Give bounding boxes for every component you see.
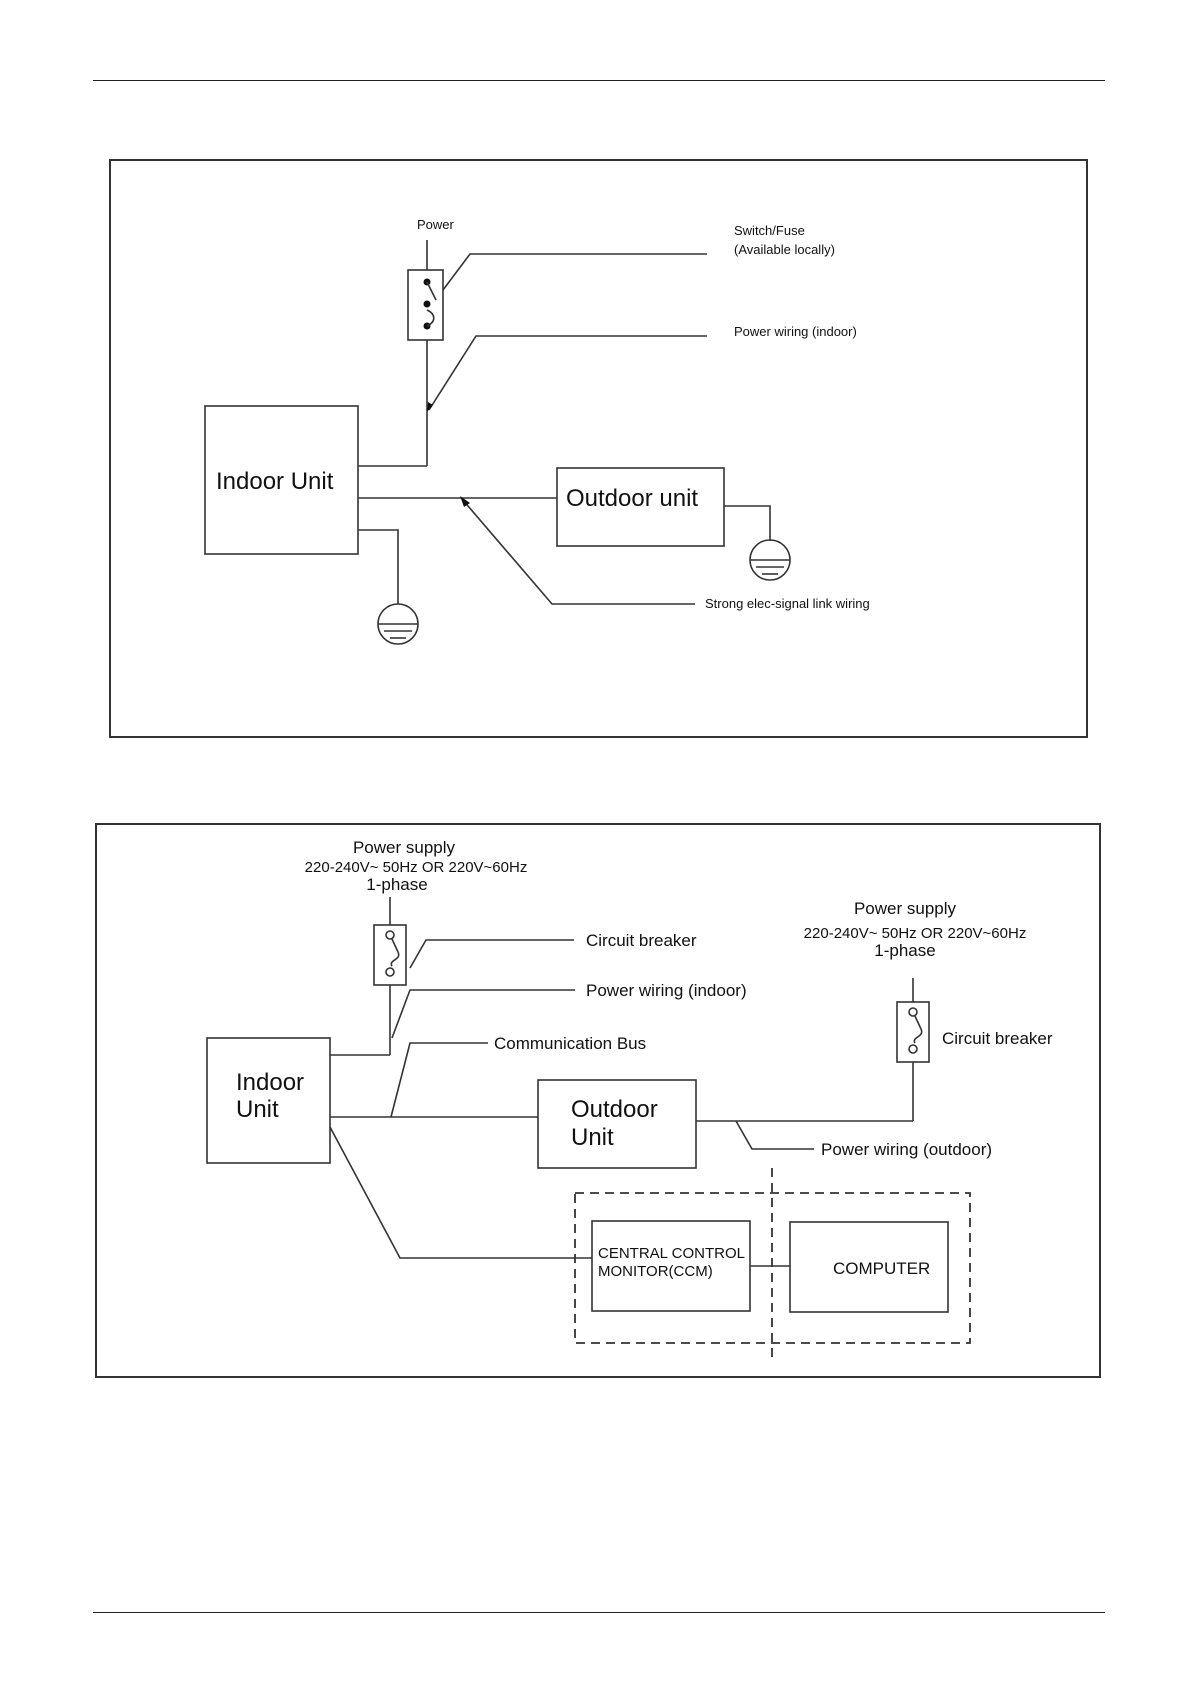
indoor-unit-box	[204, 405, 359, 555]
power-wiring-indoor-leader	[391, 989, 575, 1039]
header-rule	[93, 80, 1105, 81]
power-wiring-outdoor-leader	[735, 1120, 814, 1150]
power-wiring-label: Power wiring (indoor)	[734, 324, 857, 339]
diagram-frame	[109, 159, 1088, 738]
communication-bus-leader	[390, 1042, 488, 1118]
indoor-unit-label-line2: Unit	[236, 1096, 279, 1123]
circuit-breaker-left-label: Circuit breaker	[586, 931, 697, 950]
outdoor-unit-label-line1: Outdoor	[571, 1096, 658, 1123]
computer-box	[789, 1221, 949, 1313]
switch-leader-line	[442, 253, 707, 291]
outdoor-unit-label: Outdoor unit	[566, 485, 698, 512]
power-supply-left-phase: 1-phase	[366, 875, 427, 894]
outdoor-unit-box	[537, 1079, 697, 1169]
ground-icon	[749, 539, 791, 581]
circuit-breaker-left-symbol	[373, 897, 407, 1055]
circuit-breaker-right-label: Circuit breaker	[942, 1029, 1053, 1048]
communication-bus-label: Communication Bus	[494, 1034, 646, 1053]
power-wiring-leader-line	[428, 335, 707, 411]
power-wiring-indoor-label: Power wiring (indoor)	[586, 981, 747, 1000]
wiring-diagram-ccm: Power supply 220-240V~ 50Hz OR 220V~60Hz…	[95, 823, 1101, 1378]
circuit-breaker-left-leader	[409, 939, 574, 969]
switch-fuse-note: (Available locally)	[734, 242, 835, 257]
indoor-ground-wire	[358, 529, 399, 604]
indoor-unit-box	[206, 1037, 331, 1164]
footer-rule	[93, 1612, 1105, 1613]
signal-link-label: Strong elec-signal link wiring	[705, 596, 870, 611]
ground-icon	[377, 603, 419, 645]
circuit-breaker-right-symbol	[896, 978, 930, 1121]
signal-link-leader-line	[461, 498, 695, 605]
switch-fuse-symbol	[407, 240, 444, 466]
ccm-wire	[329, 1126, 592, 1259]
power-supply-right-spec: 220-240V~ 50Hz OR 220V~60Hz	[804, 925, 1027, 942]
outdoor-ground-wire	[724, 505, 771, 541]
ccm-label-line1: CENTRAL CONTROL	[598, 1245, 745, 1262]
power-label: Power	[417, 217, 455, 232]
switch-fuse-label: Switch/Fuse	[734, 223, 805, 238]
ccm-label-line2: MONITOR(CCM)	[598, 1263, 713, 1280]
power-supply-left-spec: 220-240V~ 50Hz OR 220V~60Hz	[305, 859, 528, 876]
indoor-unit-label: Indoor Unit	[216, 468, 334, 495]
outdoor-unit-box	[556, 467, 725, 547]
indoor-unit-label-line1: Indoor	[236, 1069, 304, 1096]
power-supply-left-title: Power supply	[353, 838, 456, 857]
outdoor-unit-label-line2: Unit	[571, 1124, 614, 1151]
power-wiring-outdoor-label: Power wiring (outdoor)	[821, 1140, 992, 1159]
computer-label: COMPUTER	[833, 1259, 930, 1278]
power-supply-right-phase: 1-phase	[874, 941, 935, 960]
wiring-diagram-basic: Power Switch/Fuse (Available locally) Po…	[109, 159, 1088, 738]
diagram-frame	[95, 823, 1101, 1378]
control-group-dashed-frame	[574, 1192, 971, 1344]
power-supply-right-title: Power supply	[854, 899, 957, 918]
